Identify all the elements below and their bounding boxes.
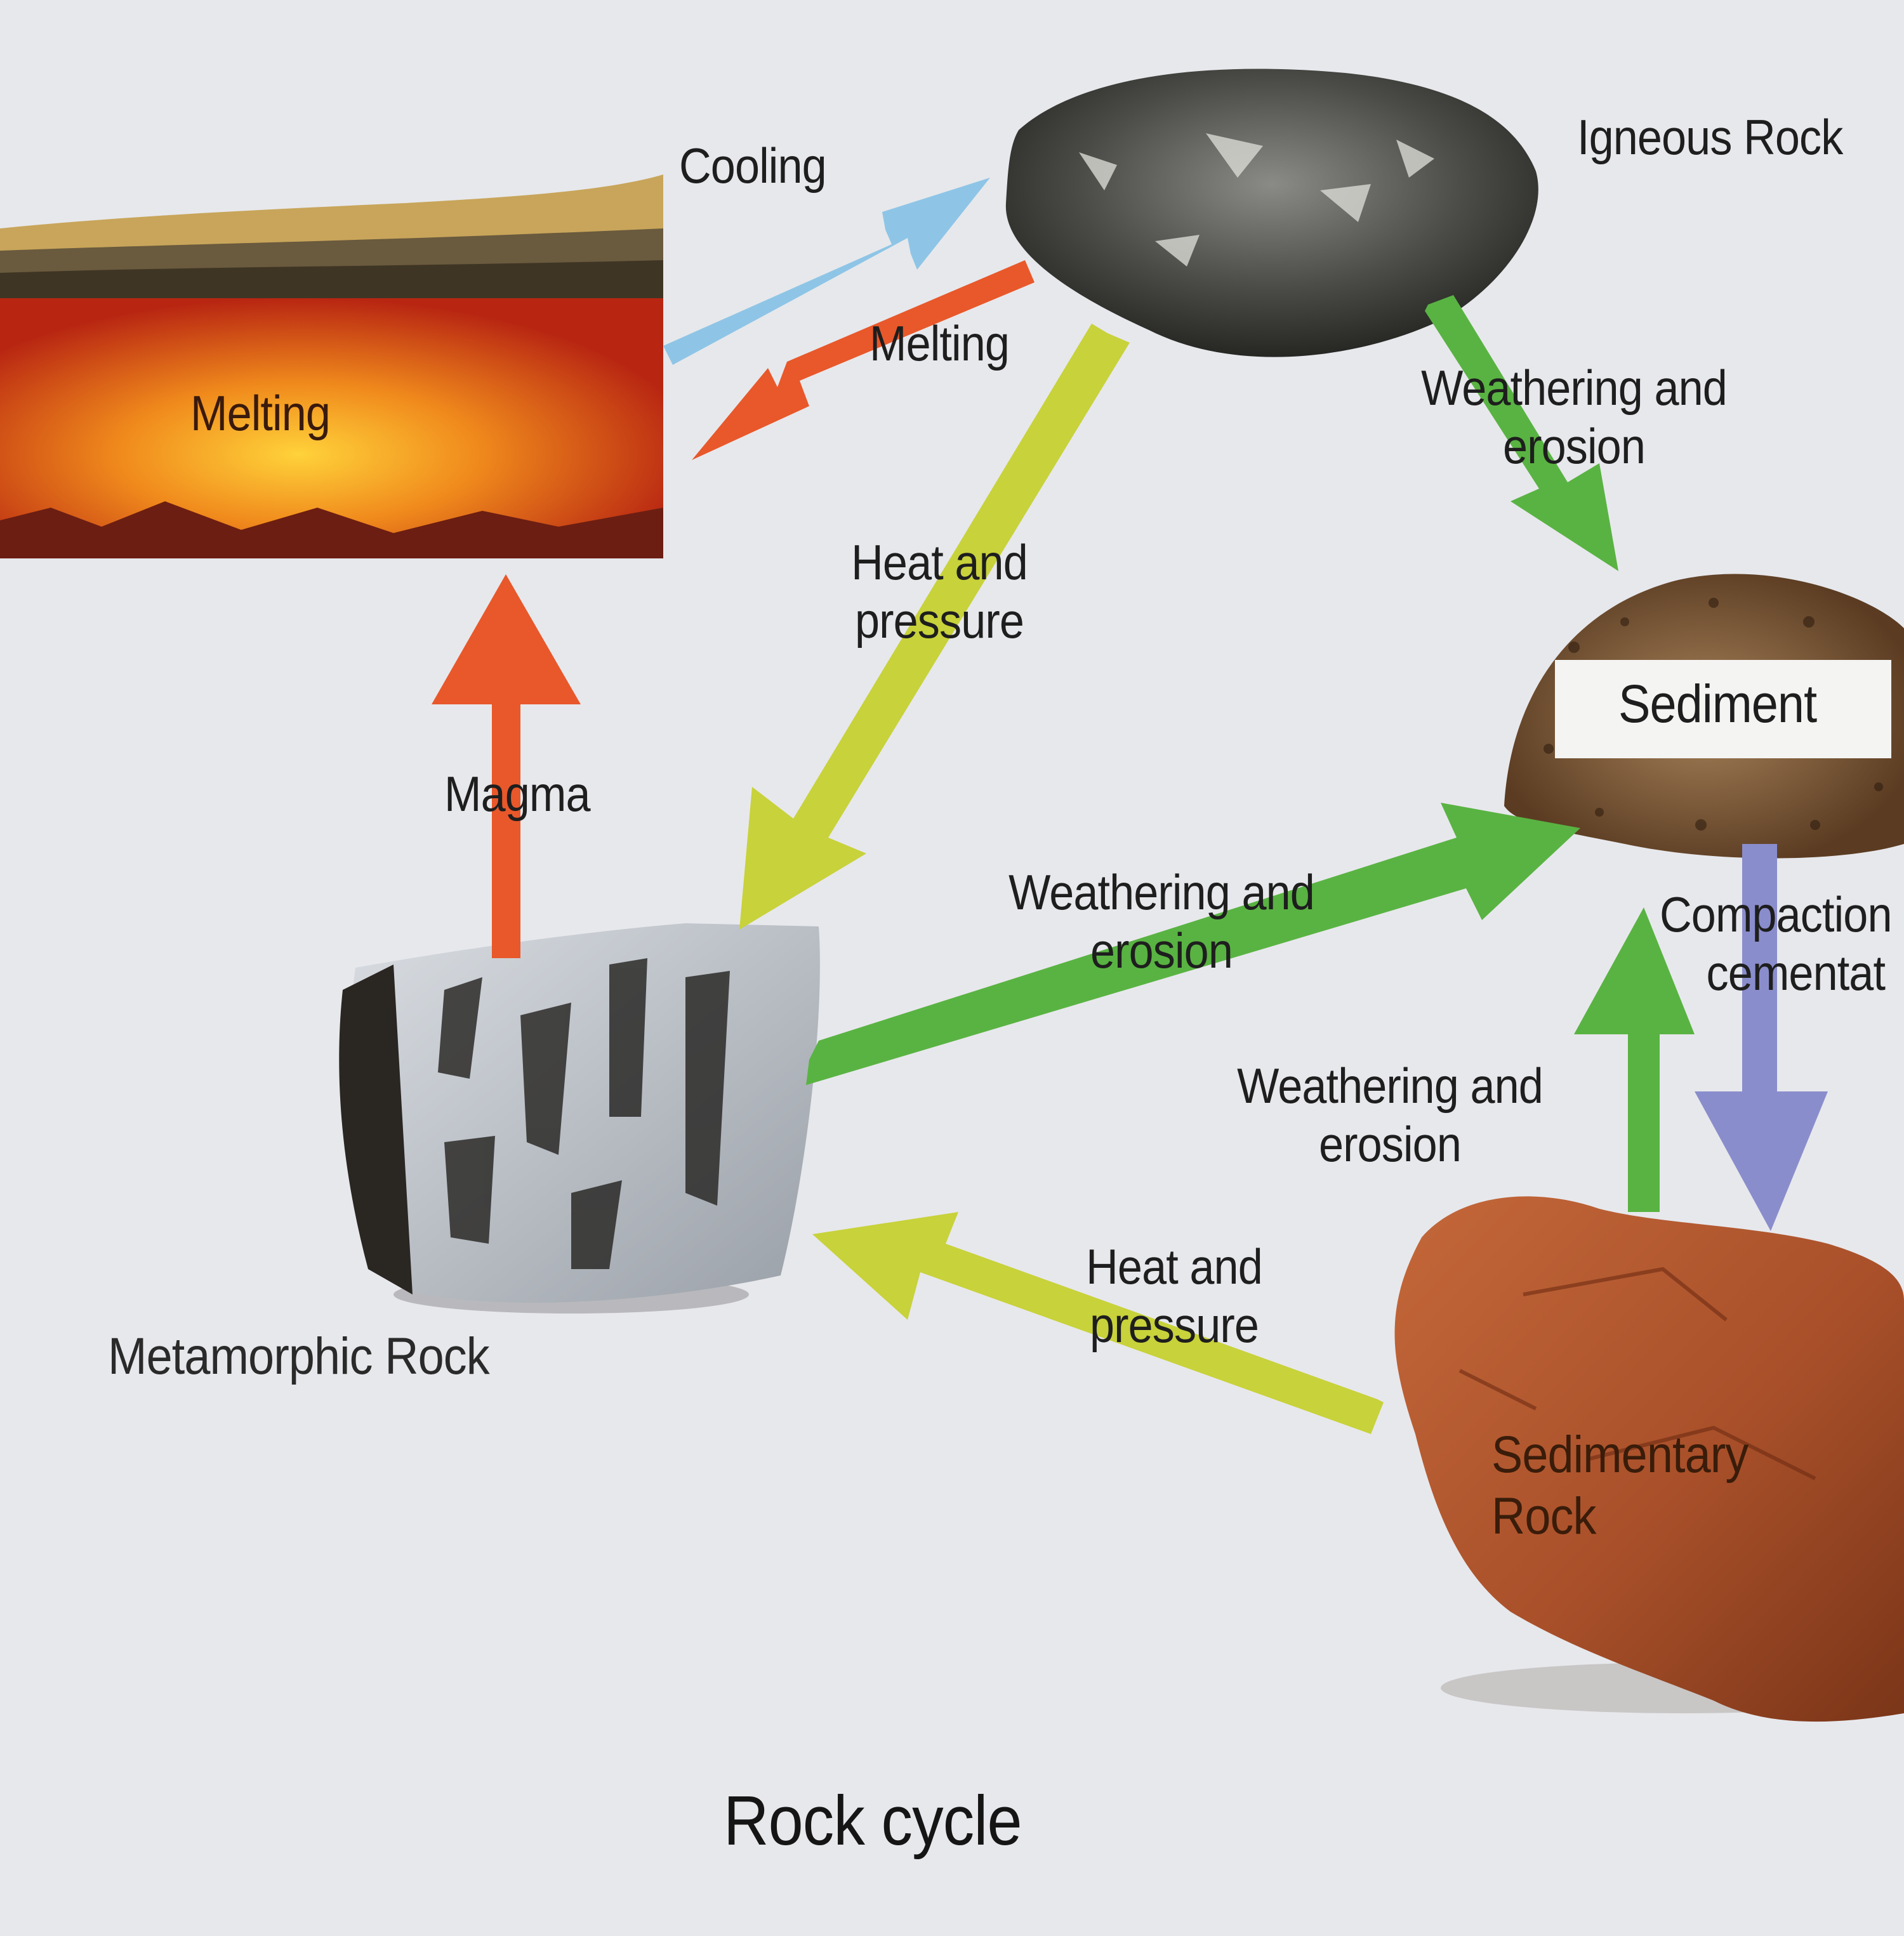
heat-pressure-label-sedimentary-line2: pressure [1037,1296,1311,1354]
heat-pressure-label-sedimentary-line1: Heat and [1037,1237,1311,1296]
heat-pressure-label-igneous-line2: pressure [802,591,1076,650]
diagram-title: Rock cycle [724,1780,1022,1862]
magma-label: Magma [444,765,590,823]
weathering-label-igneous-line1: Weathering and [1397,359,1751,417]
melting-chamber-illustration [0,175,663,558]
weathering-label-sedimentary: Weathering and erosion [1213,1057,1567,1173]
melting-chamber-label: Melting [190,384,330,442]
compaction-label-line2: cementat [1660,944,1892,1002]
heat-pressure-label-igneous-line1: Heat and [802,533,1076,591]
compaction-label-line1: Compaction [1660,885,1892,944]
metamorphic-rock-illustration [339,923,820,1314]
igneous-rock-label: Igneous Rock [1577,108,1842,166]
compaction-label: Compaction cementat [1660,885,1892,1002]
heat-pressure-label-igneous: Heat and pressure [802,533,1076,650]
weathering-label-metamorphic-line2: erosion [984,921,1339,980]
heat-pressure-label-sedimentary: Heat and pressure [1037,1237,1311,1354]
melting-edge-label: Melting [869,314,1009,372]
weathering-label-metamorphic-line1: Weathering and [984,863,1339,921]
metamorphic-rock-label: Metamorphic Rock [108,1326,489,1388]
weathering-label-metamorphic: Weathering and erosion [984,863,1339,980]
sediment-label: Sediment [1618,673,1816,735]
weathering-label-igneous: Weathering and erosion [1397,359,1751,475]
weathering-label-igneous-line2: erosion [1397,417,1751,475]
weathering-label-sedimentary-line1: Weathering and [1213,1057,1567,1115]
cooling-label: Cooling [679,136,826,195]
weathering-label-sedimentary-line2: erosion [1213,1115,1567,1173]
sedimentary-rock-label: Sedimentary Rock [1491,1425,1863,1548]
